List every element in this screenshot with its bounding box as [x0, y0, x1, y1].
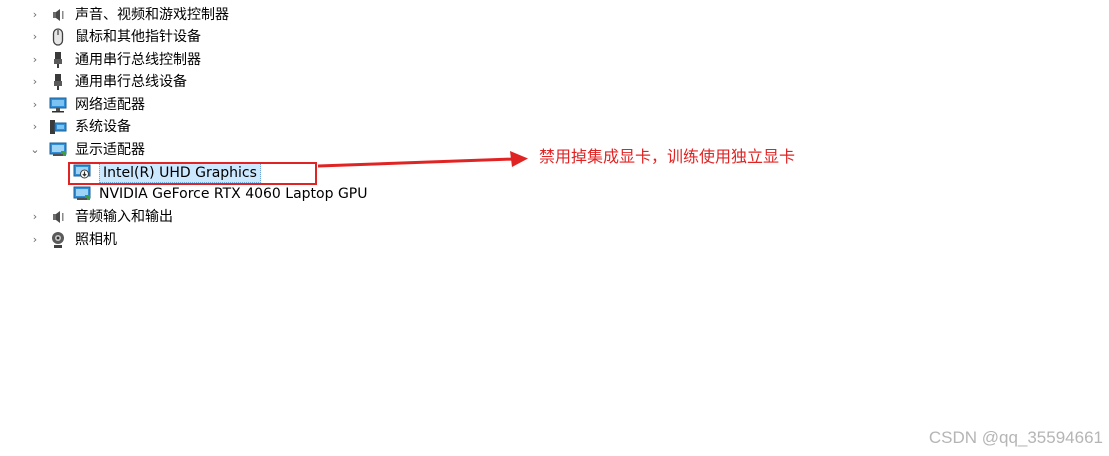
speaker-icon	[49, 208, 67, 226]
chevron-right-icon[interactable]: ›	[32, 75, 38, 88]
tree-item-usb-devices[interactable]: › 通用串行总线设备	[0, 71, 600, 93]
tree-item-label: 鼠标和其他指针设备	[75, 29, 201, 45]
network-icon	[49, 96, 67, 114]
annotation-arrow-icon	[318, 151, 528, 168]
tree-item-label: 声音、视频和游戏控制器	[75, 7, 229, 23]
tree-item-mouse[interactable]: › 鼠标和其他指针设备	[0, 26, 600, 48]
tree-item-nvidia-rtx-4060[interactable]: NVIDIA GeForce RTX 4060 Laptop GPU	[0, 183, 600, 205]
chevron-right-icon[interactable]: ›	[32, 98, 38, 111]
tree-item-label: 照相机	[75, 232, 117, 248]
system-device-icon	[49, 118, 67, 136]
mouse-icon	[49, 28, 67, 46]
tree-item-audio-io[interactable]: › 音频输入和输出	[0, 206, 600, 228]
chevron-right-icon[interactable]: ›	[32, 30, 38, 43]
tree-item-sound-video-game[interactable]: › 声音、视频和游戏控制器	[0, 4, 600, 26]
tree-item-cameras[interactable]: › 照相机	[0, 229, 600, 251]
annotation-highlight-box	[68, 162, 317, 185]
tree-item-label: 通用串行总线设备	[75, 74, 187, 90]
tree-item-label: 通用串行总线控制器	[75, 52, 201, 68]
display-adapter-icon	[73, 185, 91, 203]
tree-item-label: 网络适配器	[75, 97, 145, 113]
chevron-right-icon[interactable]: ›	[32, 233, 38, 246]
tree-item-label: 音频输入和输出	[75, 209, 173, 225]
usb-icon	[49, 51, 67, 69]
tree-item-display-adapters[interactable]: ⌄ 显示适配器	[0, 139, 600, 161]
disabled-display-icon	[73, 163, 91, 181]
chevron-right-icon[interactable]: ›	[32, 210, 38, 223]
chevron-down-icon[interactable]: ⌄	[30, 143, 40, 156]
tree-item-network-adapters[interactable]: › 网络适配器	[0, 94, 600, 116]
chevron-right-icon[interactable]: ›	[32, 53, 38, 66]
tree-item-system-devices[interactable]: › 系统设备	[0, 116, 600, 138]
tree-item-label: NVIDIA GeForce RTX 4060 Laptop GPU	[99, 186, 368, 202]
usb-icon	[49, 73, 67, 91]
tree-item-label: 显示适配器	[75, 142, 145, 158]
display-adapter-icon	[49, 141, 67, 159]
tree-item-usb-controllers[interactable]: › 通用串行总线控制器	[0, 49, 600, 71]
watermark: CSDN @qq_35594661	[928, 428, 1103, 447]
chevron-right-icon[interactable]: ›	[32, 120, 38, 133]
tree-item-label: 系统设备	[75, 119, 131, 135]
chevron-right-icon[interactable]: ›	[32, 8, 38, 21]
speaker-icon	[49, 6, 67, 24]
camera-icon	[49, 231, 67, 249]
annotation-text: 禁用掉集成显卡，训练使用独立显卡	[539, 147, 796, 166]
